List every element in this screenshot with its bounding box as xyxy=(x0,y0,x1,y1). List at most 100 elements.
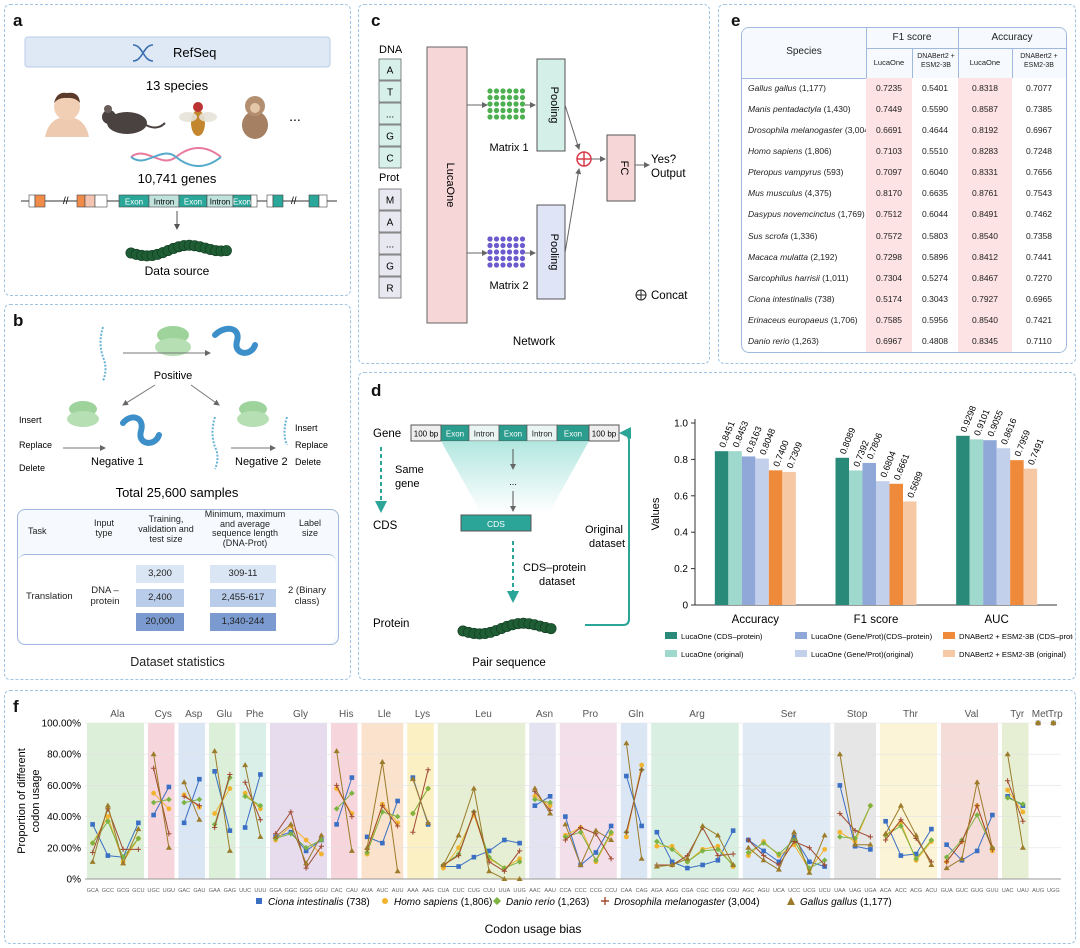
series-line xyxy=(748,835,825,867)
point-danio xyxy=(837,834,843,840)
token-box xyxy=(378,276,402,299)
value-cell: 0.7572 xyxy=(866,225,912,247)
point-gallus xyxy=(608,837,615,842)
point-gallus xyxy=(333,748,340,754)
size-1: 3,200 xyxy=(136,565,184,583)
point-gallus xyxy=(226,847,233,853)
point-gallus xyxy=(120,860,127,866)
point-gallus xyxy=(303,860,310,866)
point-danio xyxy=(211,821,218,828)
panel-c-caption: Network xyxy=(513,336,555,348)
point-ciona xyxy=(212,769,217,774)
sub-luca-f1: LucaOne xyxy=(873,58,905,67)
value-cell: 0.8412 xyxy=(958,246,1012,268)
species-count: (2,192) xyxy=(808,251,838,262)
matrix-dot xyxy=(487,107,493,114)
series-line xyxy=(275,810,322,870)
genes-count: 10,741 genes xyxy=(138,171,217,186)
value-cell: 0.8345 xyxy=(958,330,1012,352)
point-homo xyxy=(242,790,248,796)
codon-group-band xyxy=(87,723,144,879)
codon-tick-label: UGA xyxy=(864,888,876,894)
legend-label: Gallus gallus (1,177) xyxy=(800,897,892,908)
protein-neg1 xyxy=(120,414,162,446)
series-line xyxy=(656,841,734,866)
point-dros xyxy=(517,848,523,854)
codon-tick-label: CUC xyxy=(453,888,465,894)
legend-label: LucaOne (CDS–protein) xyxy=(681,632,763,641)
original-label-1: Original xyxy=(585,524,623,536)
point-ciona xyxy=(517,840,522,846)
point-gallus xyxy=(943,865,950,871)
y-tick-label: 100.00% xyxy=(42,719,82,730)
point-homo xyxy=(715,843,721,849)
point-gallus xyxy=(760,857,767,863)
legend-label: DNABert2 + ESM2-3B (original) xyxy=(959,650,1066,659)
point-danio xyxy=(181,799,187,806)
matrix2-dots xyxy=(487,236,526,268)
point-dros xyxy=(639,767,645,773)
value-cell: 0.6044 xyxy=(912,204,958,226)
point-danio xyxy=(867,802,874,809)
panel-a-label: a xyxy=(13,11,23,30)
value-cell: 0.6635 xyxy=(912,183,958,205)
point-dros xyxy=(974,803,980,809)
matrix-dot xyxy=(513,88,519,94)
point-gallus xyxy=(394,868,401,874)
point-gallus xyxy=(150,751,157,757)
point-danio xyxy=(303,845,309,851)
dna-token-column: AT...GC xyxy=(378,58,402,169)
point-ciona xyxy=(166,784,172,790)
value-cell: 0.6040 xyxy=(912,162,958,184)
point-ciona xyxy=(563,814,568,819)
point-dros xyxy=(242,779,248,785)
species-name: Pteropus vampyrus xyxy=(748,167,822,178)
codon-tick-label: CCG xyxy=(590,888,602,894)
bar xyxy=(714,451,729,605)
point-danio xyxy=(501,865,508,871)
codon-tick-label: CAG xyxy=(636,888,648,894)
refseq-label: RefSeq xyxy=(173,45,216,60)
point-gallus xyxy=(836,751,843,757)
matrix-dot xyxy=(519,236,526,242)
value-cell: 0.6965 xyxy=(1012,288,1066,310)
matrix-dot xyxy=(487,114,493,120)
matrix-dot xyxy=(513,107,519,114)
dna-label: DNA xyxy=(379,44,403,56)
point-dros xyxy=(181,793,187,799)
matrix1-dots xyxy=(487,88,526,120)
bar xyxy=(876,481,890,605)
legend-swatch xyxy=(665,650,677,657)
series-line xyxy=(534,788,551,814)
point-ciona xyxy=(669,859,675,865)
series-line xyxy=(214,751,231,851)
value-cell: 0.6691 xyxy=(866,120,912,142)
sub-dnabert-acc: DNABert2 + ESM2-3B xyxy=(1020,53,1058,69)
y-tick-label: 40.00% xyxy=(47,812,81,823)
col-species: Species xyxy=(786,46,822,57)
point-danio xyxy=(669,846,675,853)
concat-legend-label: Concat xyxy=(651,290,688,302)
matrix-dot xyxy=(493,114,500,120)
panel-c-figure: DNA AT...GC Prot MA...GR LucaOne Matrix … xyxy=(378,44,688,348)
value-cell: 0.7358 xyxy=(1012,225,1066,247)
bar-value-label: 0.7491 xyxy=(1026,437,1046,466)
point-dros xyxy=(623,829,629,835)
matrix-dot xyxy=(506,88,513,94)
bar xyxy=(741,456,756,605)
series-line xyxy=(748,830,826,875)
point-ciona xyxy=(334,822,339,827)
codon-tick-label: GGU xyxy=(315,888,328,894)
token-label: M xyxy=(386,196,394,207)
point-ciona xyxy=(227,828,233,833)
sub-dnabert-f1: DNABert2 + ESM2-3B xyxy=(917,53,955,69)
point-ciona xyxy=(776,859,782,865)
point-gallus xyxy=(577,861,584,867)
codon-tick-label: CUA xyxy=(437,888,449,894)
point-dros xyxy=(1005,778,1011,784)
codon-group-band xyxy=(742,723,831,879)
